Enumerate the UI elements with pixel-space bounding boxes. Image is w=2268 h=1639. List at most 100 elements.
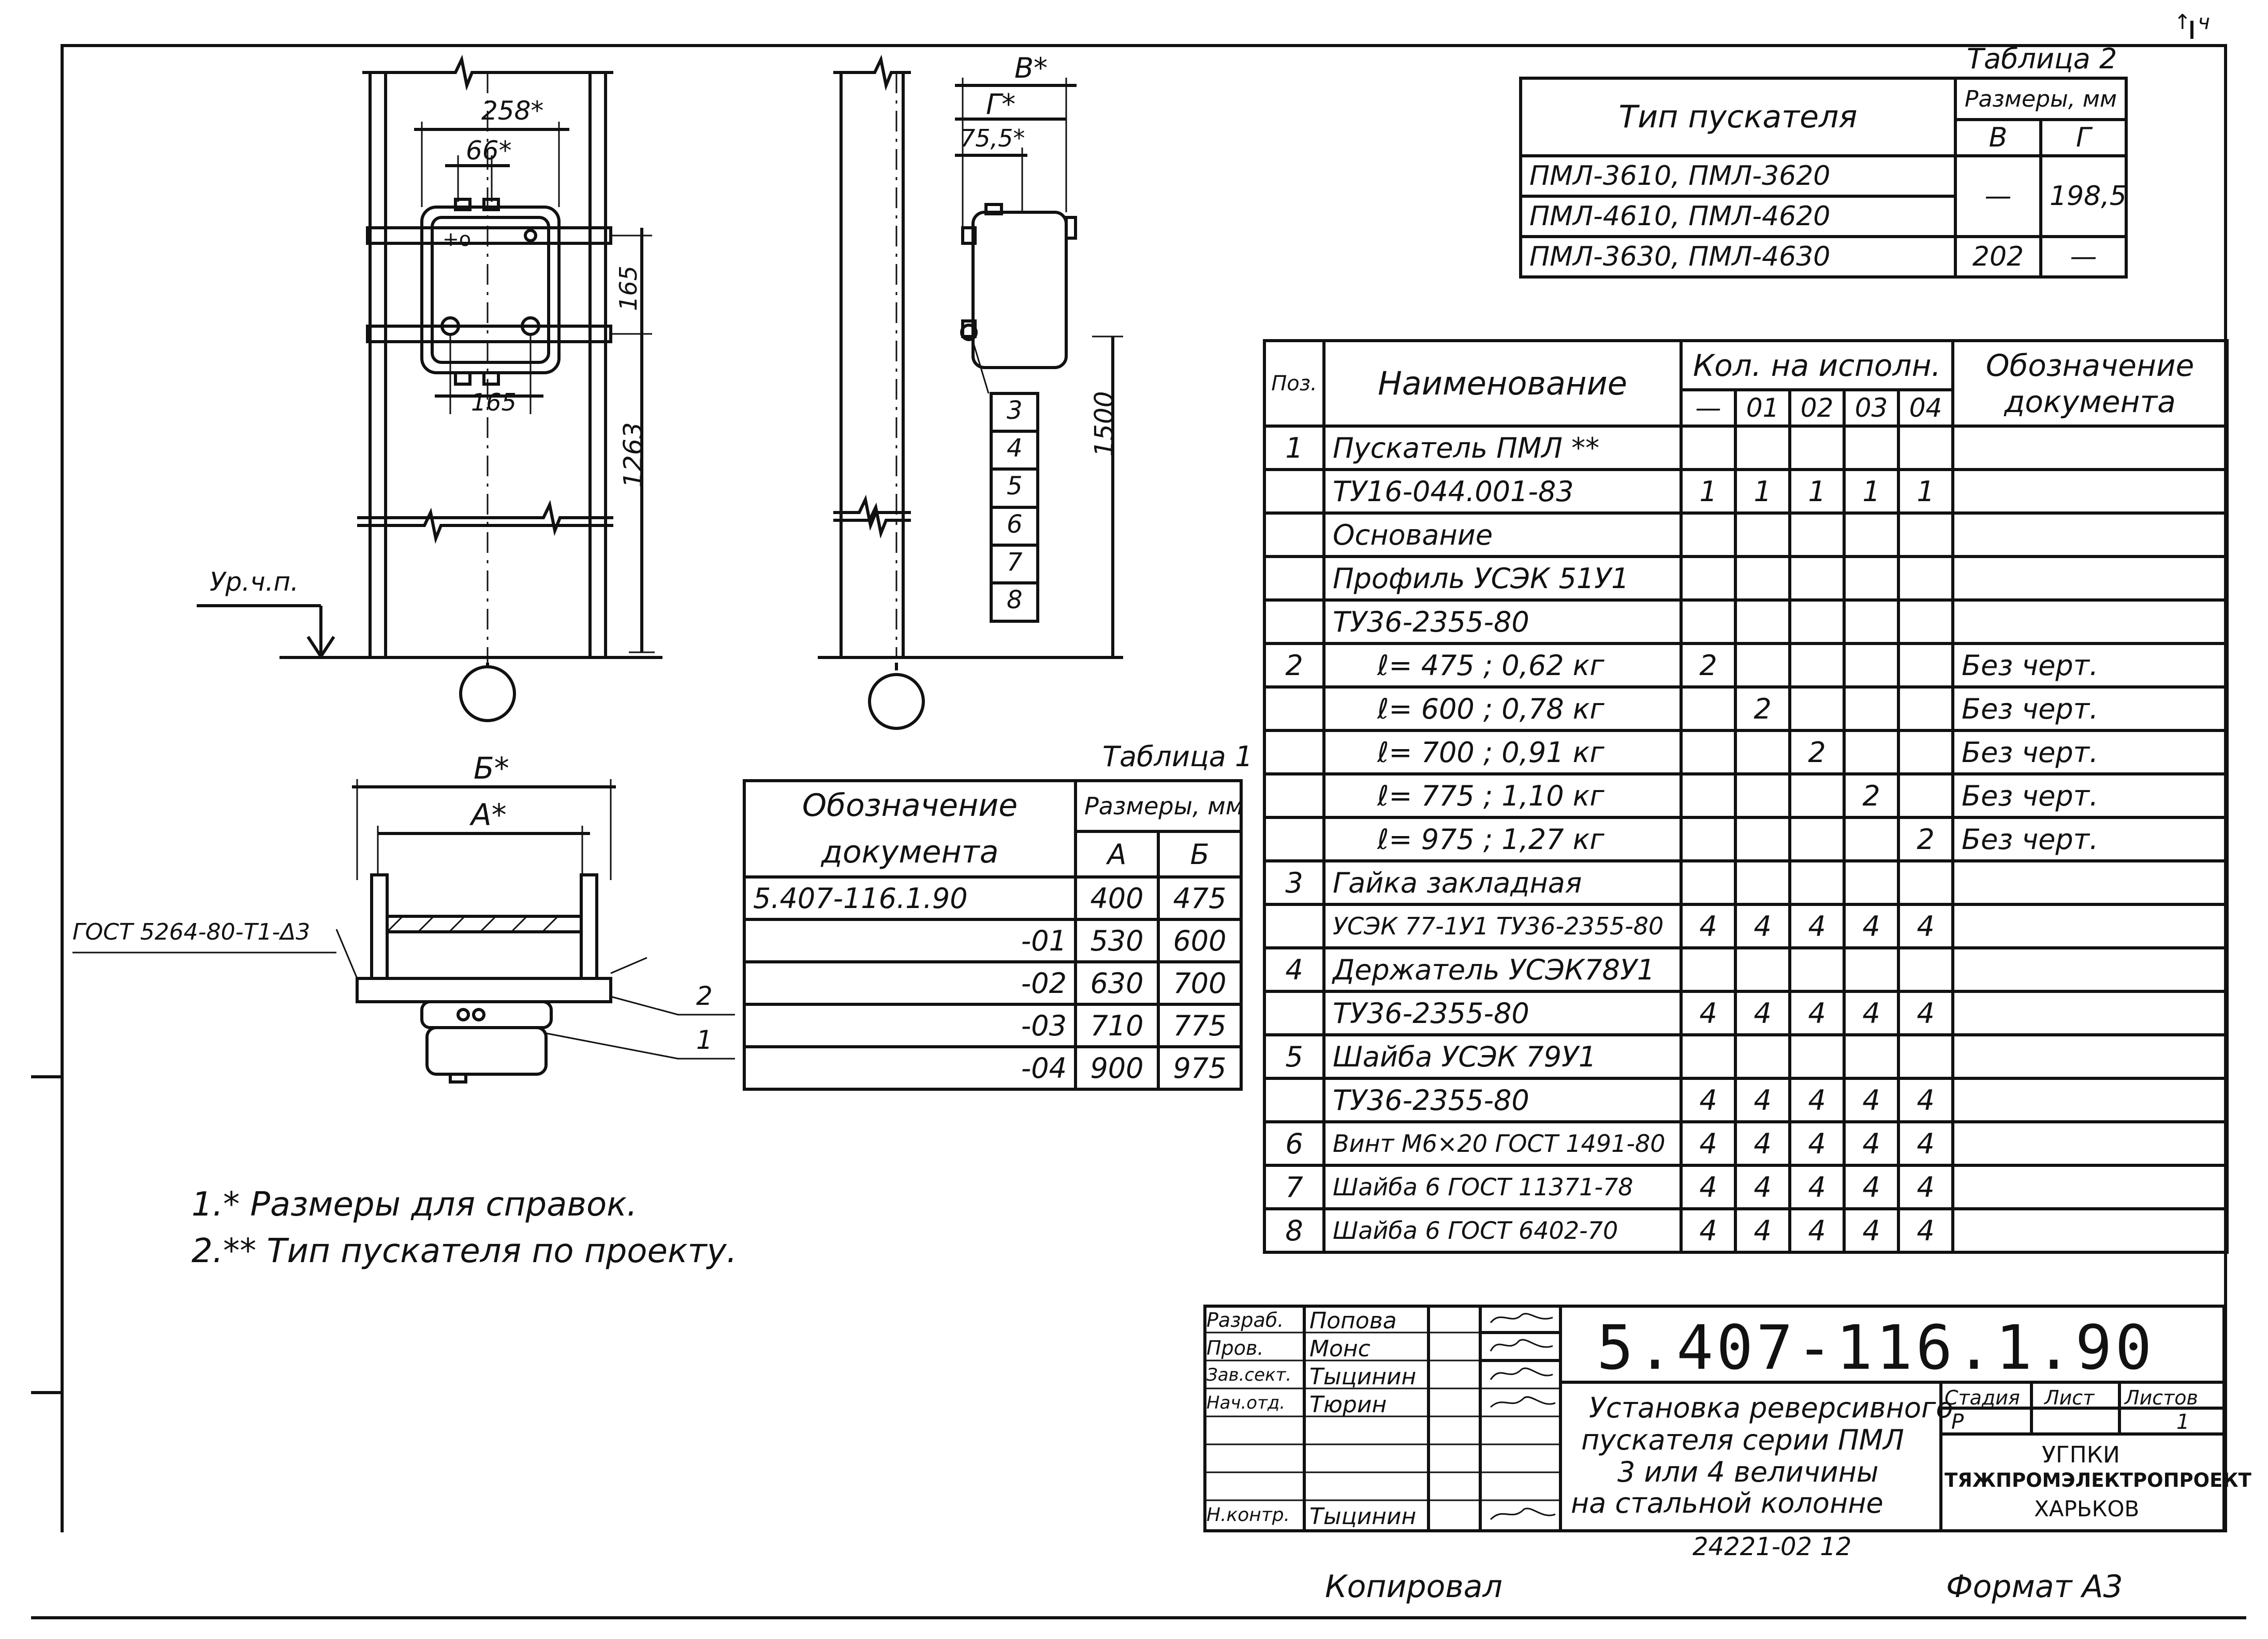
spec-cell-name: Основание: [1322, 511, 1683, 558]
section-marker-side: [868, 673, 925, 730]
table2-caption: Таблица 2: [1967, 42, 2117, 75]
spec-cell-qty: 4: [1788, 1120, 1846, 1167]
title-block-grid: [1203, 1305, 2226, 1532]
spec-cell-qty: 1: [1680, 468, 1737, 515]
spec-cell-name: Пускатель ПМЛ **: [1322, 425, 1683, 471]
spec-cell-name: ℓ= 975 ; 1,27 кг: [1322, 816, 1683, 862]
tb-title-line-3: 3 или 4 величины: [1617, 1456, 1879, 1488]
spec-cell-qty: 4: [1734, 903, 1791, 949]
spec-cell-qty: [1788, 555, 1846, 602]
specification-table: Поз. Наименование Кол. на исполн. Обозна…: [1263, 339, 2229, 1254]
dim-75-5: 75,5*: [960, 124, 1025, 152]
spec-cell-qty: [1788, 511, 1846, 558]
pos-callout-3: 3: [1007, 396, 1023, 425]
spec-cell-qty: [1896, 598, 1955, 645]
spec-cell-doc: [1951, 1077, 2229, 1123]
dim-165-vertical: 165: [614, 266, 642, 311]
spec-cell-qty: [1734, 511, 1791, 558]
spec-cell-qty: [1734, 859, 1791, 906]
spec-cell-qty: 4: [1843, 1077, 1900, 1123]
spec-cell-qty: [1734, 946, 1791, 993]
spec-cell-qty: [1734, 1033, 1791, 1080]
spec-cell-qty: 4: [1734, 1164, 1791, 1210]
spec-cell-qty: [1788, 1033, 1846, 1080]
spec-cell-qty: [1734, 555, 1791, 602]
tb-name-2: Монс: [1309, 1336, 1371, 1362]
spec-cell-pos: 8: [1263, 1207, 1326, 1254]
table1-row-A: 710: [1074, 1003, 1160, 1048]
spec-cell-qty: [1896, 1033, 1955, 1080]
tb-title-line-1: Установка реверсивного: [1589, 1392, 1953, 1424]
tb-title-line-4: на стальной колонне: [1571, 1487, 1883, 1519]
spec-cell-qty: [1734, 729, 1791, 775]
tb-sheet-header: Лист: [2044, 1386, 2095, 1409]
spec-cell-doc: [1951, 990, 2229, 1036]
tb-org-line-1: УГПКИ: [2042, 1442, 2120, 1468]
spec-cell-qty: [1734, 642, 1791, 689]
spec-cell-qty: 4: [1843, 903, 1900, 949]
spec-cell-qty: 1: [1788, 468, 1846, 515]
tb-role-1: Разраб.: [1206, 1309, 1284, 1331]
spec-cell-pos: [1263, 772, 1326, 819]
pos-callout-4: 4: [1007, 434, 1023, 463]
spec-cell-qty: [1680, 729, 1737, 775]
spec-cell-name: ℓ= 700 ; 0,91 кг: [1322, 729, 1683, 775]
table2-row-3-G: —: [2039, 235, 2128, 279]
spec-cell-qty: 4: [1734, 1077, 1791, 1123]
spec-header-qty: Кол. на исполн.: [1679, 339, 1955, 391]
spec-cell-qty: [1843, 555, 1900, 602]
spec-cell-qty: [1896, 685, 1955, 732]
spec-cell-doc: [1951, 1164, 2229, 1210]
spec-cell-qty: 4: [1680, 1077, 1737, 1123]
spec-cell-qty: [1788, 425, 1846, 471]
spec-cell-name: Держатель УСЭК78У1: [1322, 946, 1683, 993]
spec-cell-qty: [1788, 685, 1846, 732]
dim-Bb: Б*: [474, 751, 509, 786]
dim-G: Г*: [986, 88, 1016, 121]
spec-cell-qty: [1680, 511, 1737, 558]
front-view: [197, 54, 662, 722]
spec-cell-qty: [1680, 816, 1737, 862]
spec-variant-header: 02: [1788, 388, 1846, 428]
spec-cell-name: Винт М6×20 ГОСТ 1491-80: [1322, 1120, 1683, 1167]
spec-cell-qty: 2: [1843, 772, 1900, 819]
pos-callout-7: 7: [1007, 548, 1023, 577]
section-callout-2: 2: [696, 981, 713, 1011]
table2: Тип пускателя Размеры, мм В Г ПМЛ-3610, …: [1519, 77, 2128, 279]
spec-cell-qty: 4: [1734, 1207, 1791, 1254]
table1-header-dims: Размеры, мм: [1074, 779, 1243, 833]
tb-name-8: Тыцинин: [1309, 1503, 1417, 1530]
spec-variant-header: 01: [1734, 388, 1791, 428]
dim-plus-mark: +о: [443, 228, 472, 251]
spec-cell-name: ТУ36-2355-80: [1322, 990, 1683, 1036]
spec-cell-pos: 1: [1263, 425, 1326, 471]
spec-cell-qty: [1680, 946, 1737, 993]
spec-cell-qty: 4: [1680, 1164, 1737, 1210]
dim-A: А*: [471, 797, 507, 832]
spec-cell-qty: 4: [1788, 1077, 1846, 1123]
footer-format: Формат А3: [1946, 1569, 2123, 1605]
spec-cell-qty: 4: [1734, 990, 1791, 1036]
spec-cell-qty: 2: [1896, 816, 1955, 862]
spec-cell-name: ТУ36-2355-80: [1322, 1077, 1683, 1123]
spec-cell-qty: [1788, 772, 1846, 819]
spec-cell-pos: [1263, 903, 1326, 949]
spec-cell-doc: [1951, 1207, 2229, 1254]
spec-cell-qty: [1788, 598, 1846, 645]
table1-row-B: 475: [1157, 875, 1243, 921]
tb-role-2: Пров.: [1206, 1337, 1264, 1359]
spec-cell-qty: 4: [1896, 1120, 1955, 1167]
inventory-number: 24221-02 12: [1692, 1532, 1852, 1561]
spec-cell-qty: [1843, 729, 1900, 775]
table1-header-doc-text: Обозначение документа: [802, 787, 1018, 870]
spec-cell-qty: [1680, 685, 1737, 732]
spec-cell-doc: Без черт.: [1951, 729, 2229, 775]
spec-cell-qty: 4: [1680, 1207, 1737, 1254]
